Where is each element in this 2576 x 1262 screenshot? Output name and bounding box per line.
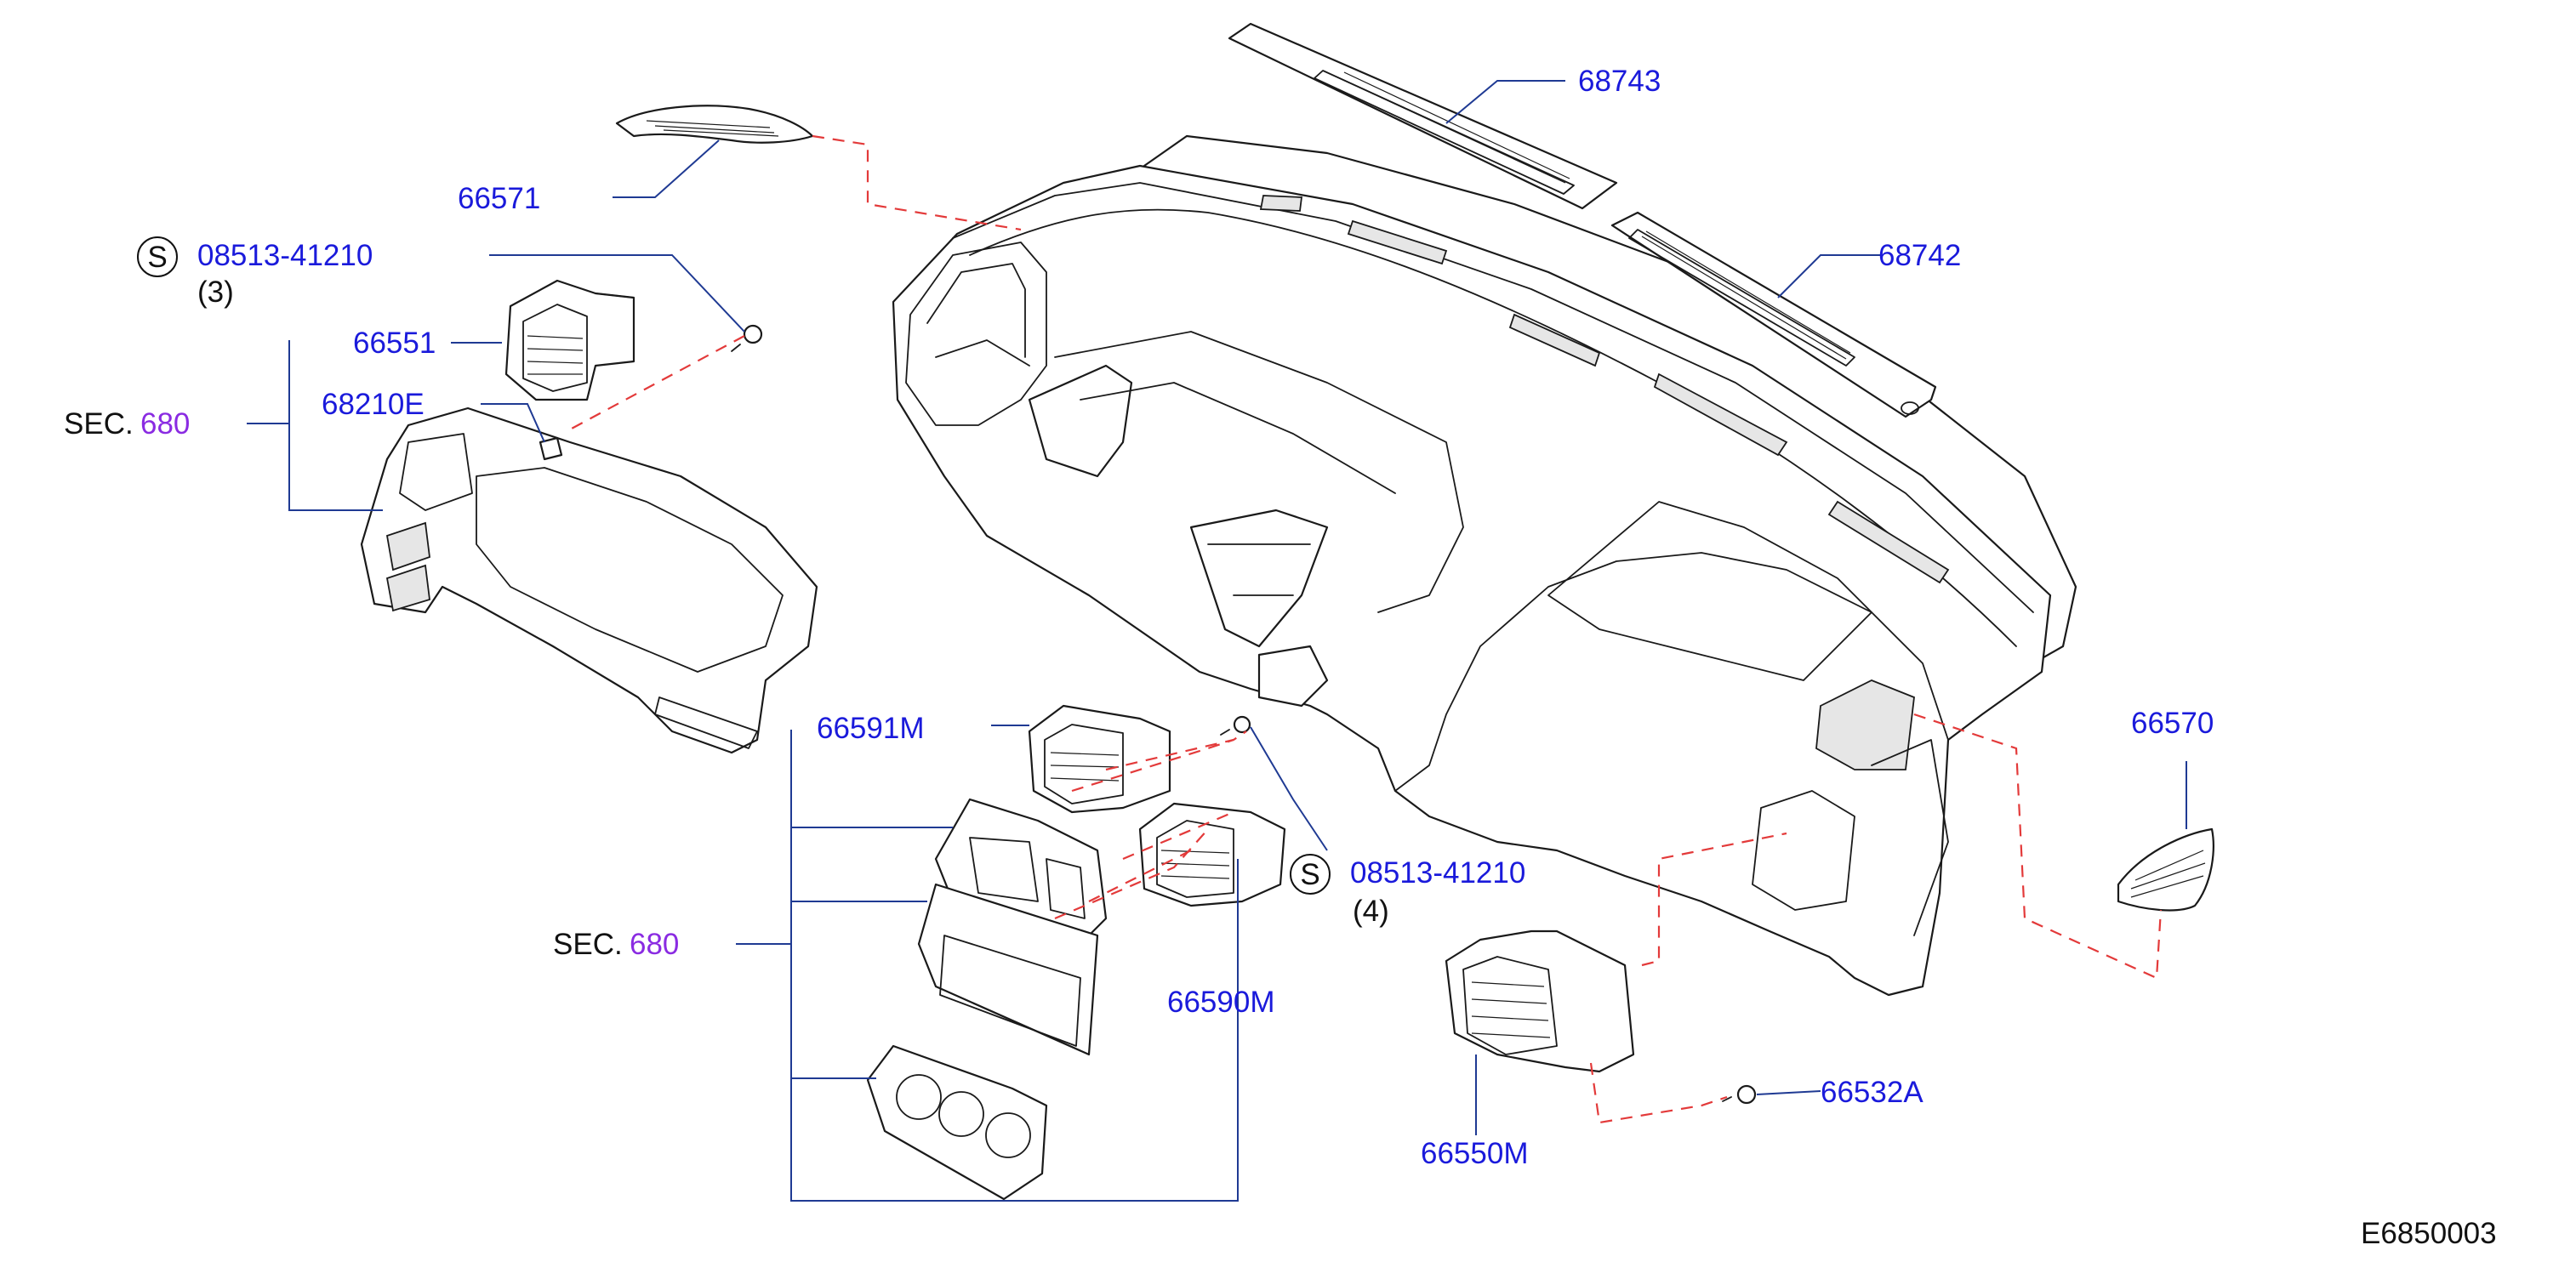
screw-symbol-top — [137, 236, 178, 277]
vent-66591M — [1028, 704, 1171, 814]
diagram-id: E6850003 — [2361, 1217, 2497, 1250]
sec-top-prefix: SEC. — [64, 407, 134, 441]
screw-top — [731, 324, 763, 352]
sec-bottom-prefix: SEC. — [553, 928, 623, 961]
labels: 68743 68742 66571 S 08513-41210 (3) 6655… — [64, 65, 2497, 1250]
qty-screw-top: (3) — [197, 276, 234, 309]
label-66551: 66551 — [353, 327, 436, 360]
label-66591M: 66591M — [817, 712, 924, 745]
label-68743: 68743 — [1578, 65, 1661, 98]
label-66590M: 66590M — [1167, 986, 1274, 1019]
dashed-leaders — [569, 134, 2163, 1124]
label-screw-top: 08513-41210 — [197, 239, 373, 272]
screw-symbol-mid-text: S — [1300, 858, 1319, 891]
label-66570: 66570 — [2131, 707, 2214, 740]
sec-bottom-ref: 680 — [630, 928, 679, 961]
label-68210E: 68210E — [322, 388, 425, 421]
side-vent-66570 — [2117, 827, 2214, 912]
center-bezel — [866, 798, 1108, 1201]
screw-66532A — [1722, 1084, 1757, 1105]
side-vent-66571 — [615, 105, 814, 144]
vent-66551 — [504, 279, 635, 401]
vent-66550M — [1445, 929, 1635, 1073]
label-66571: 66571 — [458, 182, 540, 215]
defroster-nozzle-68743 — [1228, 22, 1618, 210]
screw-mid — [1220, 715, 1251, 736]
cluster-finisher — [360, 406, 818, 754]
screw-symbol-mid — [1290, 854, 1331, 895]
label-screw-mid: 08513-41210 — [1350, 856, 1525, 890]
leader-lines — [247, 80, 2187, 1202]
sec-top-ref: 680 — [140, 407, 190, 441]
vent-66590M — [1138, 802, 1286, 907]
label-68742: 68742 — [1878, 239, 1961, 272]
qty-screw-mid: (4) — [1353, 895, 1389, 928]
label-66532A: 66532A — [1821, 1076, 1923, 1109]
instrument-panel — [892, 134, 2077, 997]
screw-symbol-top-text: S — [147, 241, 167, 274]
clip-68210E — [539, 436, 563, 461]
label-66550M: 66550M — [1421, 1137, 1528, 1170]
defroster-nozzle-68742 — [1610, 211, 1937, 418]
